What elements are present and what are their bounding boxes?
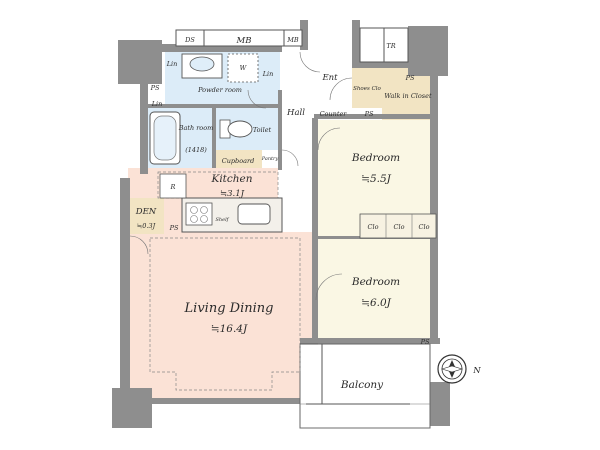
ps-label-2: PS xyxy=(169,224,179,232)
den-floor xyxy=(128,198,164,234)
bedroom-2-label: Bedroom xyxy=(351,276,400,288)
counter-label: Counter xyxy=(320,110,348,118)
bedroom-closets xyxy=(359,213,437,239)
toilet-fixture xyxy=(219,119,253,139)
lin-label-2: Lin xyxy=(262,70,274,78)
powder-room-label: Powder room xyxy=(197,86,242,94)
compass-icon xyxy=(437,354,467,384)
toilet-label: Toilet xyxy=(253,126,272,134)
kitchen-size: ≒3.1J xyxy=(220,189,245,199)
shoes-closet-floor xyxy=(352,68,382,108)
walk-in-closet-label: Walk in Closet xyxy=(384,92,432,100)
den-size: ≒0.3J xyxy=(137,222,156,230)
lin-label-1: Lin xyxy=(166,60,178,68)
kitchen-label: Kitchen xyxy=(210,173,252,185)
bedroom-2-size: ≒6.0J xyxy=(361,297,391,309)
bedroom-1-size: ≒5.5J xyxy=(361,173,391,185)
bathroom-label: Bath room xyxy=(178,124,214,132)
w-label: W xyxy=(240,64,248,72)
cupboard-label: Cupboard xyxy=(222,157,255,165)
ps-label-1: PS xyxy=(150,84,160,92)
entrance-label: Ent xyxy=(321,73,338,83)
door-swings xyxy=(129,51,353,301)
bathtub xyxy=(149,111,181,165)
living-dining-outline xyxy=(149,237,301,391)
kitchen-counter xyxy=(159,173,283,233)
shelf-label: Shelf xyxy=(215,217,229,223)
hall-label: Hall xyxy=(286,108,305,118)
bedroom-2-floor xyxy=(316,237,436,340)
ds-label: DS xyxy=(184,36,195,44)
utility-strip xyxy=(175,27,409,63)
washer-space xyxy=(227,53,259,83)
sliding-doors xyxy=(300,343,410,405)
clo-label-2: Clo xyxy=(394,223,405,231)
ps-label-3: PS xyxy=(364,110,374,118)
clo-label-3: Clo xyxy=(419,223,430,231)
bathroom-size: (1418) xyxy=(185,146,207,154)
mb-small-label: MB xyxy=(286,36,299,44)
living-dining-size: ≒16.4J xyxy=(211,323,248,335)
cupboard-floor xyxy=(214,150,262,168)
den-label: DEN xyxy=(135,207,157,217)
washbasin xyxy=(181,53,223,79)
living-dining-label: Living Dining xyxy=(184,301,274,316)
ps-label-5: PS xyxy=(405,74,415,82)
balcony-area xyxy=(299,343,431,429)
pantry-label: Pantry xyxy=(261,156,279,162)
tr-label: TR xyxy=(386,42,395,50)
r-label: R xyxy=(170,183,176,191)
bedroom-1-label: Bedroom xyxy=(351,152,400,164)
mb-label: MB xyxy=(236,36,252,46)
balcony-label: Balcony xyxy=(340,379,384,391)
lin-label-3: Lin xyxy=(151,100,163,108)
living-dining-floor xyxy=(128,232,318,400)
shoes-closet-label: Shoes Clo xyxy=(353,86,381,92)
ps-label-4: PS xyxy=(420,338,430,346)
compass-label: N xyxy=(472,366,481,376)
clo-label-1: Clo xyxy=(368,223,379,231)
walk-in-closet-floor xyxy=(382,68,436,120)
